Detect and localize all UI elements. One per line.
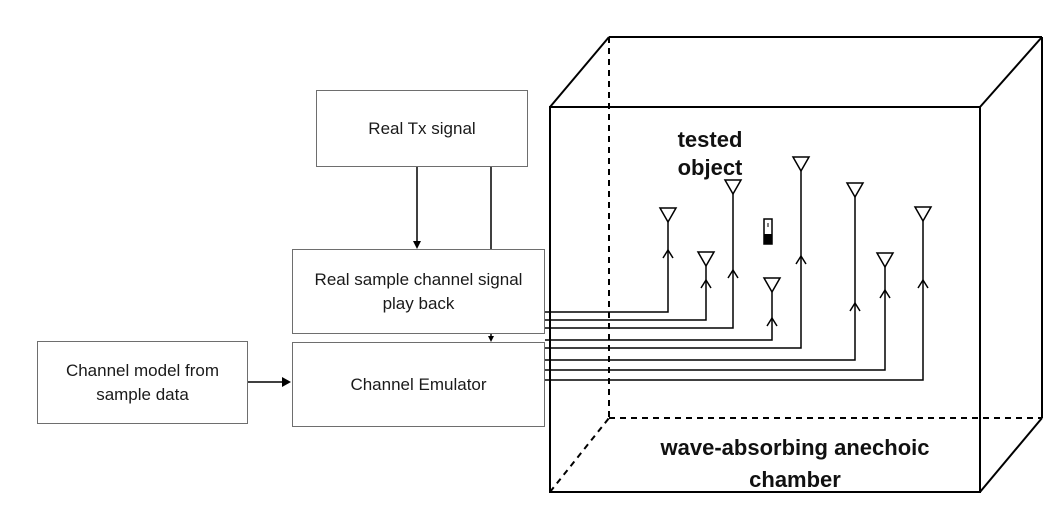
- playback-label-line1: Real sample channel signal: [314, 269, 523, 289]
- antenna-icon: [723, 179, 743, 279]
- emulator-arrowhead: [488, 336, 494, 342]
- tested-object-label-line1: tested: [677, 127, 743, 152]
- channel-emulator-label: Channel Emulator: [350, 374, 487, 394]
- model-arrowhead: [282, 377, 291, 387]
- tested-object-label: tested object: [660, 126, 760, 182]
- chamber-label: wave-absorbing anechoic chamber: [620, 432, 970, 496]
- chamber-front-face: [549, 106, 981, 493]
- antenna-feeders: [545, 171, 924, 381]
- antenna-array: [658, 156, 933, 327]
- antenna-feeder-line: [545, 194, 734, 329]
- antenna-icon: [845, 182, 865, 312]
- real-tx-signal-box: Real Tx signal: [316, 90, 528, 167]
- channel-emulator-box: Channel Emulator: [292, 342, 545, 427]
- antenna-feeder-line: [545, 267, 886, 371]
- real-tx-signal-label: Real Tx signal: [368, 118, 476, 138]
- antenna-feeder-line: [545, 266, 707, 321]
- antenna-icon: [913, 206, 933, 289]
- antenna-icon: [658, 207, 678, 259]
- antenna-feeder-line: [545, 171, 802, 349]
- antenna-feeder-line: [545, 292, 773, 341]
- tx-arrowhead: [413, 241, 421, 249]
- playback-label-line2: play back: [382, 293, 455, 313]
- antenna-feeder-line: [545, 197, 856, 361]
- channel-model-box: Channel model from sample data: [37, 341, 248, 424]
- antenna-feeder-line: [545, 222, 669, 313]
- tested-object-label-line2: object: [677, 155, 743, 180]
- channel-model-label-line2: sample data: [96, 384, 189, 404]
- antenna-icon: [875, 252, 895, 299]
- chamber-edge-tr: [979, 36, 1043, 108]
- real-sample-playback-box: Real sample channel signal play back: [292, 249, 545, 334]
- chamber-edge-bl: [549, 417, 610, 493]
- antenna-icon: [696, 251, 716, 289]
- chamber-label-line1: wave-absorbing anechoic: [660, 435, 930, 460]
- chamber-edge-tl: [549, 36, 610, 108]
- antenna-feeder-line: [545, 221, 924, 381]
- tested-object-phone-icon: [763, 218, 773, 245]
- channel-model-label-line1: Channel model from: [65, 360, 220, 380]
- antenna-icon: [762, 277, 782, 327]
- antenna-icon: [791, 156, 811, 265]
- chamber-edge-br: [979, 417, 1043, 493]
- chamber-label-line2: chamber: [749, 467, 841, 492]
